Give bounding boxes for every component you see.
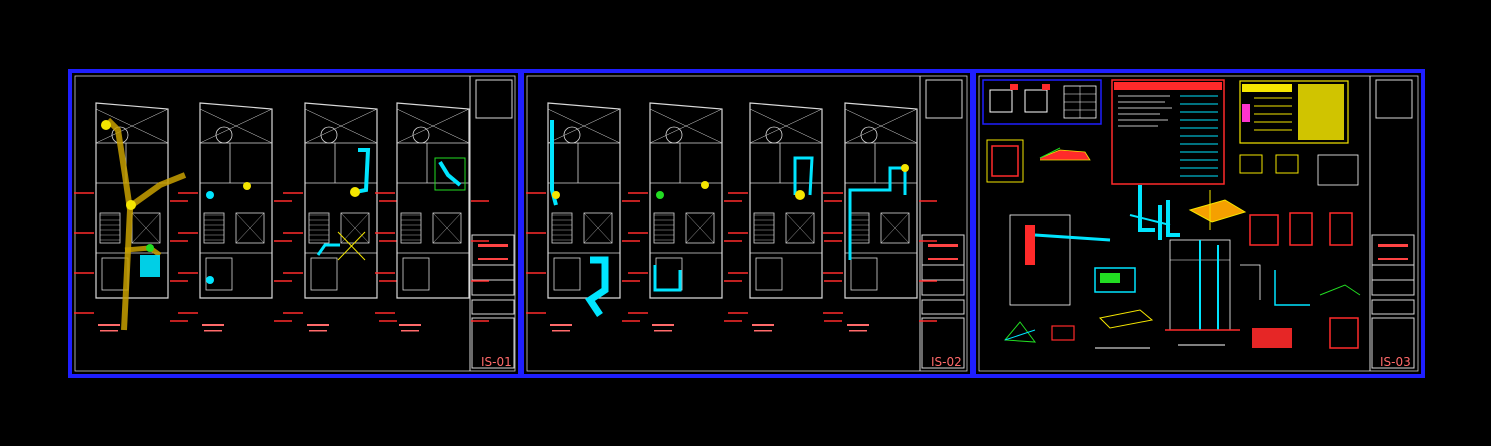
sheet-number-2: IS-02 <box>931 355 962 369</box>
floor-plan <box>375 102 489 332</box>
detail-drawings-sheet-3 <box>982 79 1361 349</box>
floor-plans-sheet-2 <box>526 102 937 332</box>
title-block-1: IS-01 <box>469 76 515 371</box>
sheet-frame-2 <box>520 69 974 378</box>
title-block-2: IS-02 <box>919 76 965 371</box>
floor-plan <box>283 102 397 332</box>
sheet-number-1: IS-01 <box>481 355 512 369</box>
water-pipes-sheet-2 <box>550 120 909 317</box>
floor-plan <box>526 102 640 332</box>
sewer-pipes-sheet-1 <box>101 117 466 331</box>
floor-plan <box>178 102 292 332</box>
floor-plan <box>628 102 742 332</box>
title-block-3: IS-03 <box>1369 76 1415 371</box>
sheet-number-3: IS-03 <box>1380 355 1411 369</box>
sheet-frame-3 <box>972 69 1425 378</box>
floor-plans-sheet-1 <box>74 102 489 332</box>
floor-plan <box>728 102 842 332</box>
floor-plan <box>74 102 188 332</box>
